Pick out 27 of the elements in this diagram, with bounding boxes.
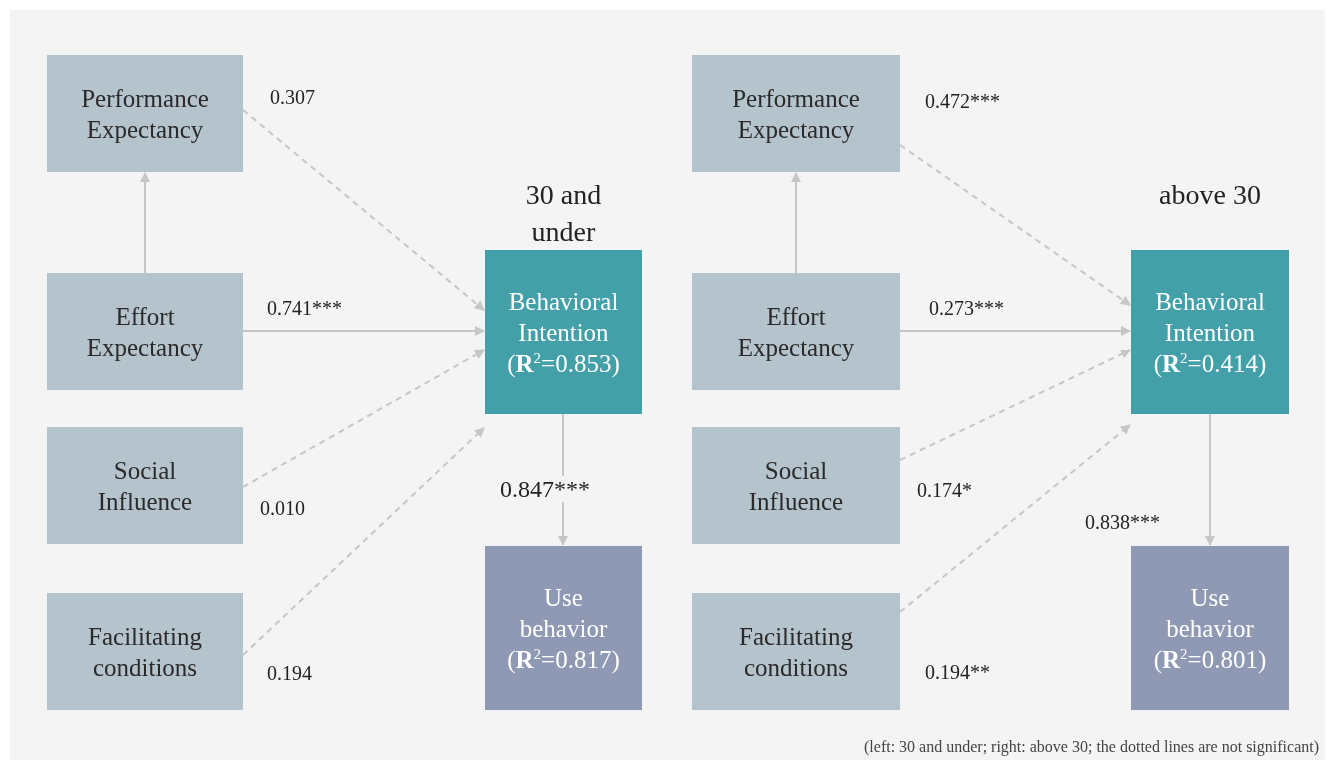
construct-box: Effort Expectancy (47, 273, 243, 390)
behavior-box: Use behavior (R$^{2}$=0.817) (485, 546, 642, 710)
arrow (140, 172, 150, 274)
intention-box: Behavioral Intention (R$^{2}$=0.853) (485, 250, 642, 414)
caption: (left: 30 and under; right: above 30; the dotted lines are not significant) (864, 738, 1319, 756)
arrow (899, 424, 1131, 613)
arrow (899, 144, 1131, 306)
arrow (791, 172, 801, 274)
construct-box: Facilitating conditions (47, 593, 243, 710)
arrow (242, 349, 485, 488)
arrow (1205, 413, 1215, 546)
construct-box: Effort Expectancy (692, 273, 900, 390)
arrow (242, 326, 485, 336)
arrow (899, 326, 1131, 336)
construct-box: Performance Expectancy (692, 55, 900, 172)
construct-box: Social Influence (47, 427, 243, 544)
group-heading: above 30 (1158, 178, 1262, 212)
arrow (899, 349, 1131, 461)
group-heading: 30 and under (524, 178, 603, 249)
construct-box: Facilitating conditions (692, 593, 900, 710)
arrow (242, 109, 485, 311)
edge-label: 0.847*** (500, 476, 590, 503)
construct-box: Social Influence (692, 427, 900, 544)
behavior-box: Use behavior (R$^{2}$=0.801) (1131, 546, 1289, 710)
intention-box: Behavioral Intention (R$^{2}$=0.414) (1131, 250, 1289, 414)
construct-box: Performance Expectancy (47, 55, 243, 172)
arrow (242, 427, 485, 656)
